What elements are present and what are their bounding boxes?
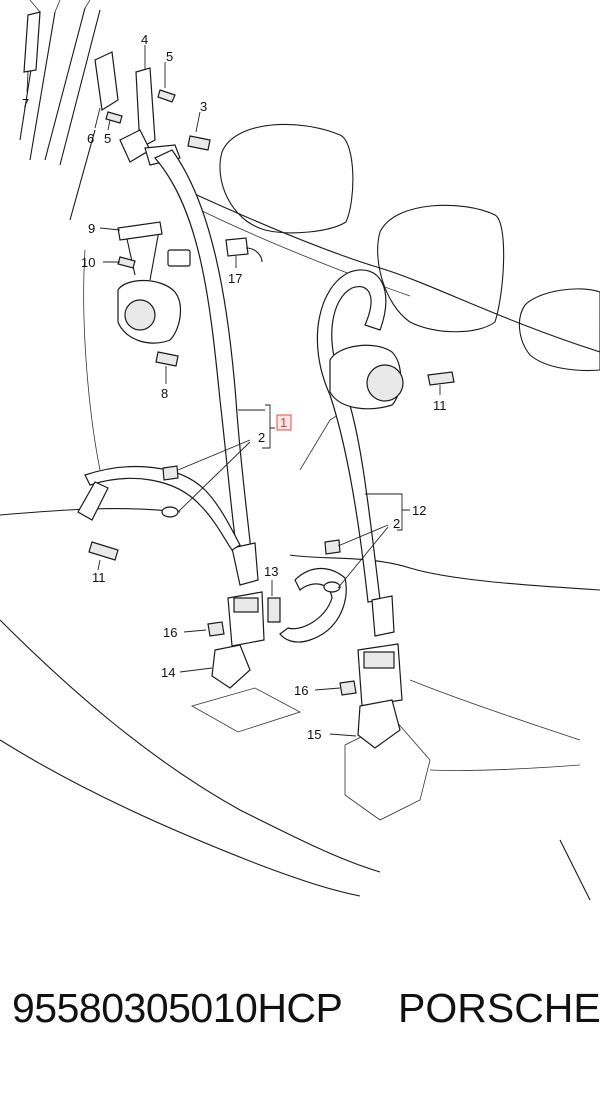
callout-8: 8 xyxy=(161,386,168,401)
bolt-11-left xyxy=(88,541,119,561)
callout-16-right: 16 xyxy=(294,683,308,698)
washer-2-left xyxy=(161,506,179,518)
center-seat-belt-assembly xyxy=(279,269,455,749)
center-shoulder-belt xyxy=(316,269,387,603)
callout-1-box xyxy=(276,414,292,431)
callout-11-right: 11 xyxy=(433,398,447,413)
bolt-3 xyxy=(187,135,211,151)
callout-5-top: 5 xyxy=(166,49,173,64)
bolt-11-right xyxy=(427,371,455,386)
center-lap-belt xyxy=(279,567,347,643)
callout-17: 17 xyxy=(228,271,242,286)
callout-14: 14 xyxy=(161,665,175,680)
callout-13: 13 xyxy=(264,564,278,579)
callout-5-bottom: 5 xyxy=(104,131,111,146)
nut-16-right xyxy=(339,680,357,696)
callout-11-left: 11 xyxy=(92,570,106,585)
buckle-bracket-left xyxy=(211,644,251,689)
callout-15: 15 xyxy=(307,727,321,742)
retractor-connector xyxy=(167,249,191,267)
nut-2-left xyxy=(162,465,179,481)
bolt-13 xyxy=(267,597,281,623)
callout-2-left: 2 xyxy=(258,430,265,445)
lap-belt-anchor xyxy=(77,481,109,521)
callout-4: 4 xyxy=(141,32,148,47)
bracket-9 xyxy=(117,221,163,241)
leader-lines xyxy=(26,45,441,737)
seat-belt-exploded-diagram: 1 2 2 3 4 5 5 6 7 8 9 10 11 11 11 12 13 … xyxy=(0,0,600,901)
callout-10: 10 xyxy=(81,255,95,270)
pillar-trim-strip xyxy=(23,11,41,73)
callout-12: 12 xyxy=(412,503,426,518)
part-number: 95580305010HCP xyxy=(12,985,343,1031)
sensor-17 xyxy=(225,237,249,257)
bolt-5a xyxy=(157,89,176,103)
height-adjuster-plate xyxy=(94,51,119,111)
belt-tongue-center xyxy=(371,595,395,637)
bolt-10 xyxy=(117,256,136,269)
brand-name: PORSCHE xyxy=(398,985,600,1031)
callout-3: 3 xyxy=(200,99,207,114)
callout-2-right: 2 xyxy=(393,516,400,531)
footer-caption: 95580305010HCP PORSCHE xyxy=(0,985,600,1055)
callout-9: 9 xyxy=(88,221,95,236)
headrest-middle xyxy=(377,204,505,333)
washer-2-right xyxy=(323,581,341,593)
bolt-8 xyxy=(155,351,179,367)
buckle-bracket-center xyxy=(357,699,401,749)
callout-labels: 1 2 2 3 4 5 5 6 7 8 9 10 11 11 11 12 13 … xyxy=(22,32,447,742)
callout-6: 6 xyxy=(87,131,94,146)
left-seat-belt-assembly xyxy=(23,11,281,689)
callout-16-left: 16 xyxy=(163,625,177,640)
callout-7: 7 xyxy=(22,96,29,111)
lap-belt-webbing xyxy=(84,466,241,551)
callout-1: 1 xyxy=(280,415,287,430)
headrest-right xyxy=(518,288,600,371)
nut-2-right xyxy=(324,539,341,555)
belt-tongue-left xyxy=(231,542,259,586)
bolt-5b xyxy=(105,111,123,124)
headrest-left xyxy=(219,123,354,234)
nut-16-left xyxy=(207,621,225,637)
